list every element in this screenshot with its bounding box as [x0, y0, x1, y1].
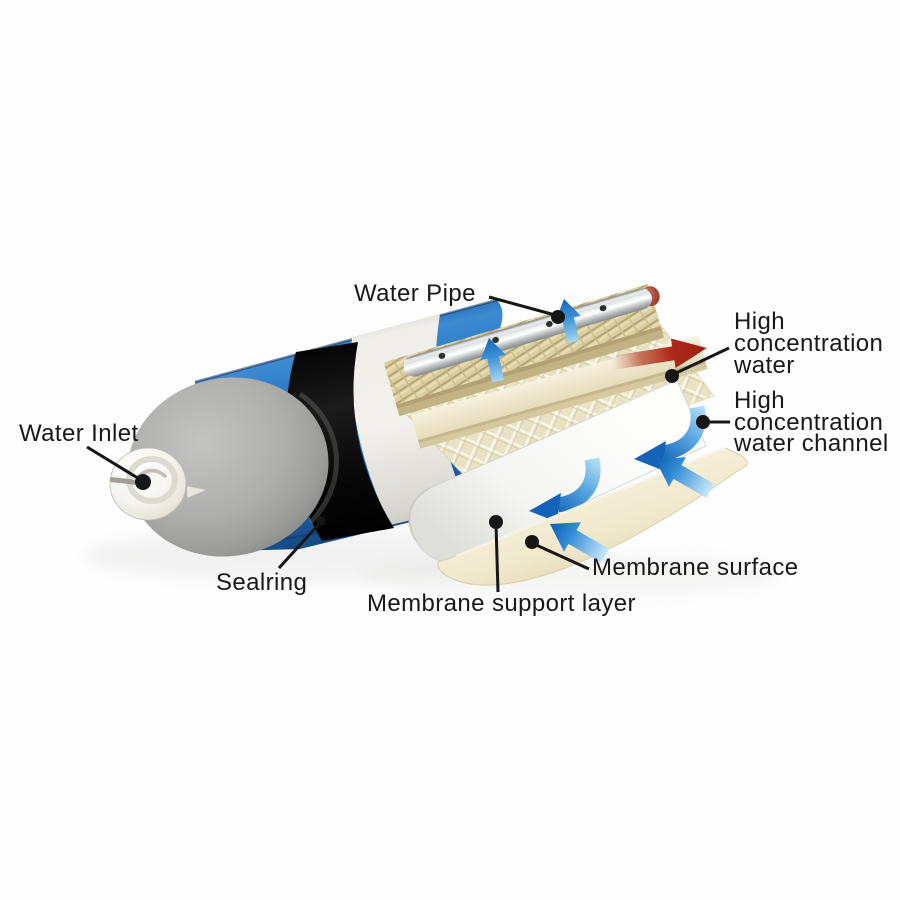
- labels: Water Pipe Water Inlet Sealring Membrane…: [19, 280, 889, 617]
- concentrate-flow-arrow: [610, 338, 707, 370]
- hc-channel-line-3: water channel: [733, 430, 889, 457]
- membrane-surface-leader: [533, 542, 590, 571]
- hc-water-leader: [673, 346, 730, 376]
- high-concentration-water-channel-label: High concentration water channel: [733, 387, 889, 457]
- water-inlet-leader: [86, 445, 142, 482]
- end-face-rim-shadow: [298, 391, 339, 525]
- membrane-surface-label: Membrane surface: [592, 554, 799, 581]
- water-pipe-dot: [551, 310, 565, 324]
- hc-channel-line-2: concentration: [734, 409, 883, 436]
- water-pipe-tube: [403, 286, 660, 377]
- hc-channel-dot: [696, 415, 710, 429]
- sealring-leader: [277, 521, 322, 570]
- pipe-perforations: [438, 305, 607, 359]
- membrane-housing: [109, 298, 507, 557]
- hc-water-dot: [665, 369, 679, 383]
- sealring-dot: [316, 516, 326, 526]
- housing-white-band: [350, 314, 468, 525]
- hc-water-line-2: concentration: [734, 330, 883, 357]
- sealring-label: Sealring: [216, 569, 307, 596]
- water-inlet-label: Water Inlet: [19, 420, 139, 447]
- hc-water-line-1: High: [734, 308, 785, 335]
- water-inlet-dot: [135, 474, 151, 490]
- hc-water-line-3: water: [733, 352, 795, 379]
- membrane-support-dot: [489, 515, 503, 529]
- hc-channel-line-1: High: [734, 387, 785, 414]
- channel-curl-arrow-2: [529, 457, 601, 522]
- leader-dots: [135, 310, 710, 549]
- inlet-keyway-slot: [110, 477, 138, 485]
- inlet-tab: [186, 485, 208, 499]
- housing-end-face: [127, 377, 329, 557]
- membrane-leaf-stack: [383, 283, 748, 586]
- water-pipe-label: Water Pipe: [354, 280, 476, 307]
- leader-lines: [86, 295, 730, 593]
- membrane-surface-dot: [525, 535, 539, 549]
- membrane-support-layer-label: Membrane support layer: [367, 590, 636, 617]
- housing-top-edge: [194, 298, 498, 384]
- membrane-support-leader: [494, 523, 500, 593]
- high-concentration-water-label: High concentration water: [733, 308, 883, 379]
- water-pipe-leader: [488, 295, 556, 317]
